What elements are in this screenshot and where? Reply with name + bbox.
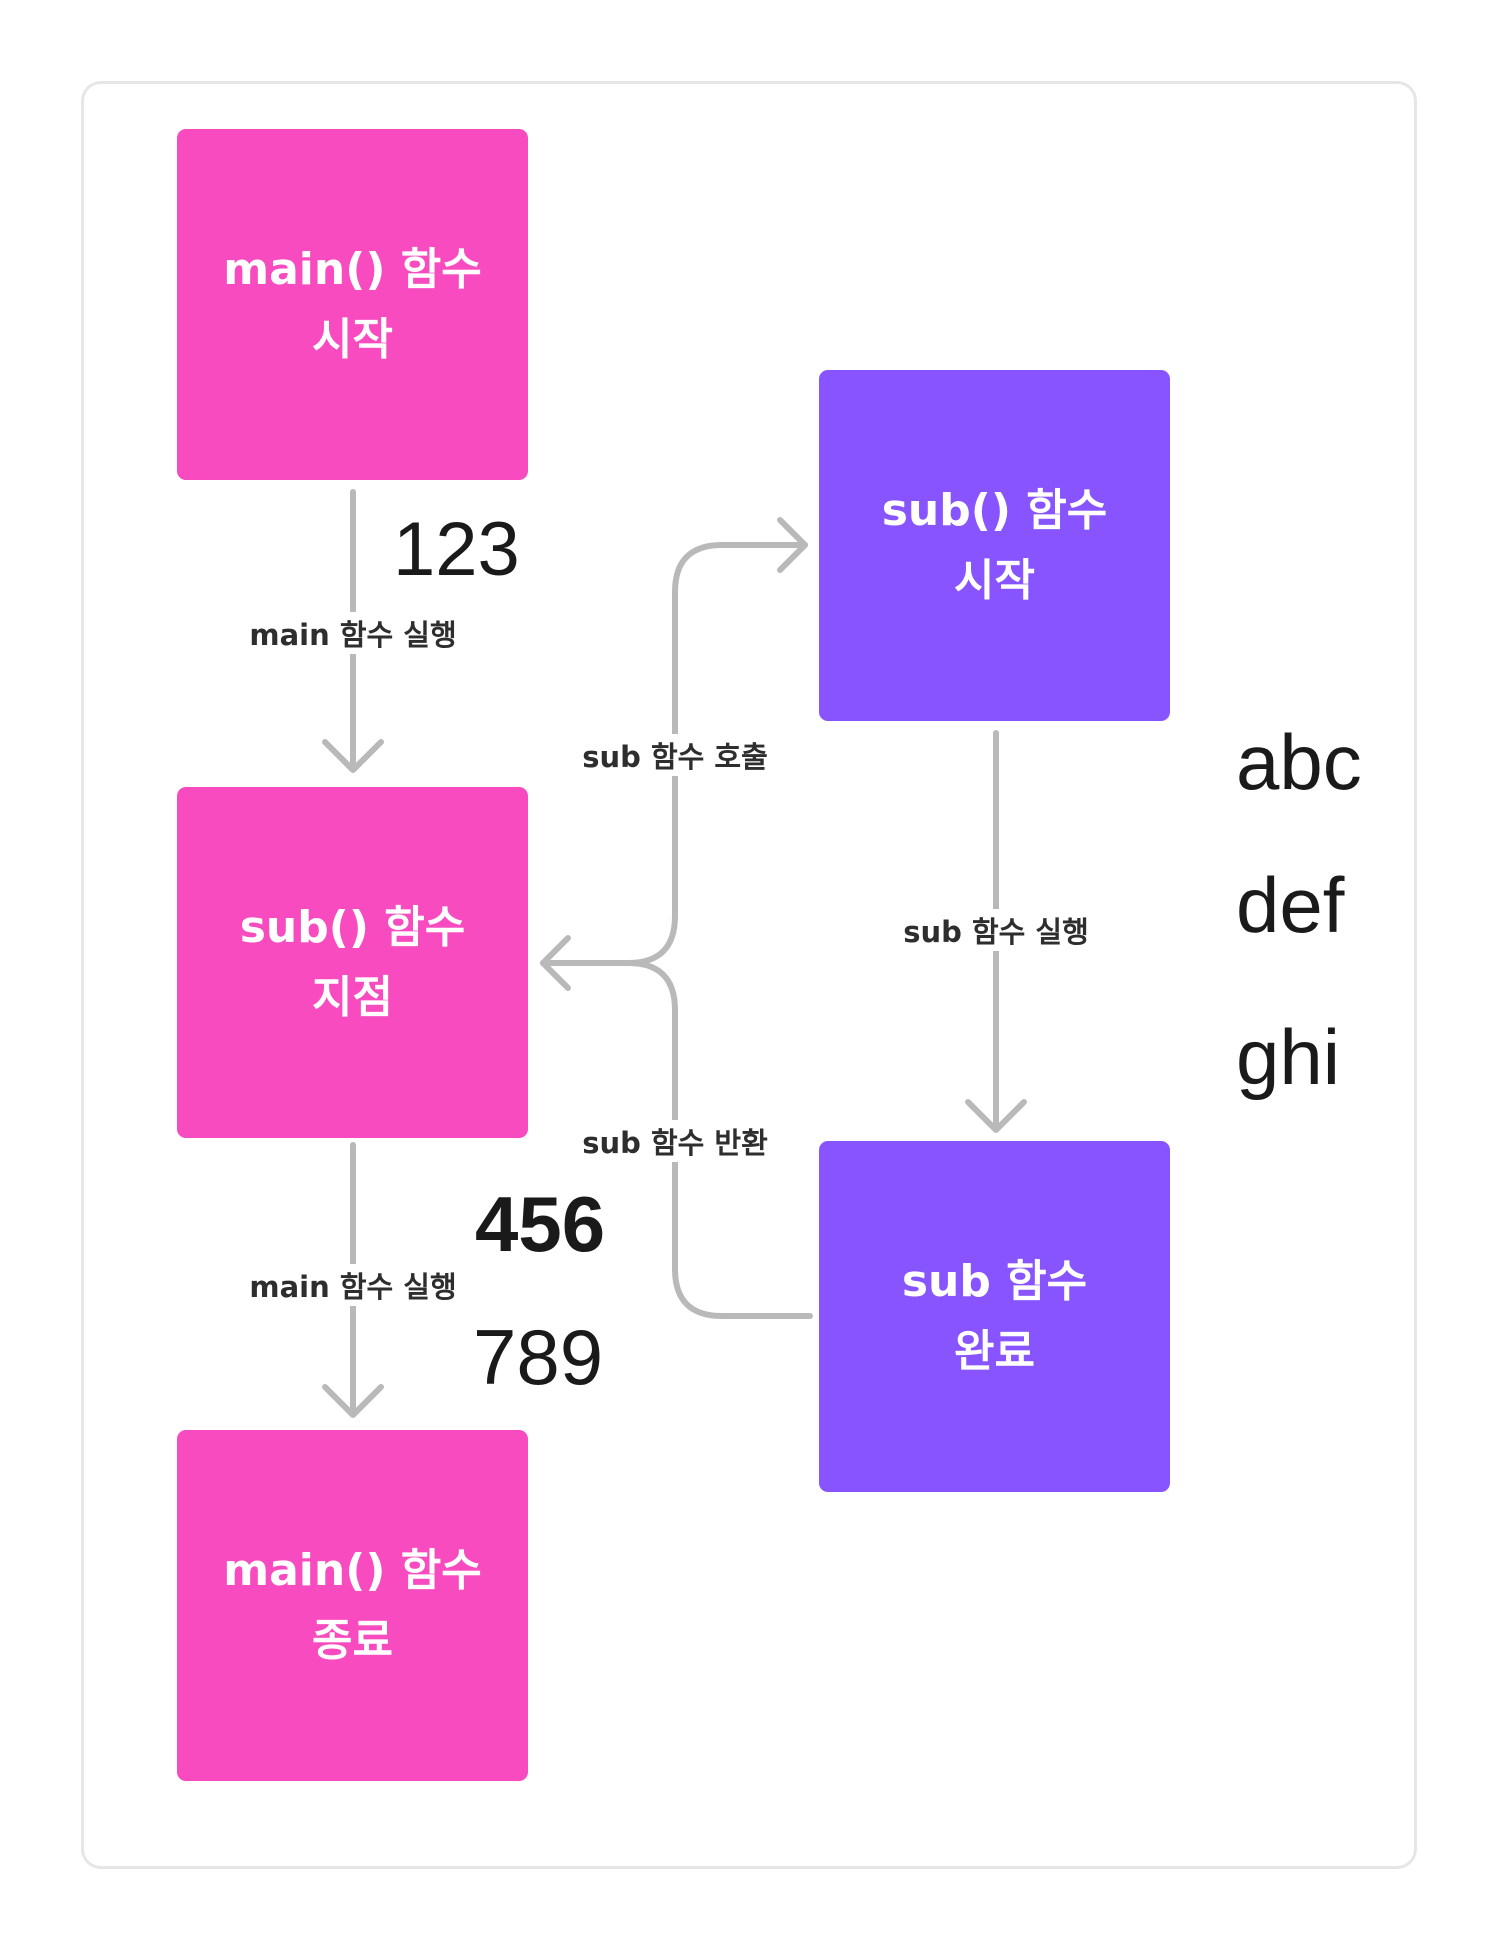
edge-main-run-1-arrowhead [322,739,384,773]
node-sub-done: sub 함수 완료 [819,1141,1170,1492]
node-sub-start-title: sub() 함수 [881,484,1108,536]
node-sub-done-title: sub 함수 [901,1255,1088,1307]
node-sub-start: sub() 함수 시작 [819,370,1170,721]
edge-label-main-run-1: main 함수 실행 [245,612,461,654]
annotation-def: def [1236,861,1345,949]
edge-sub-call-arrowhead [777,517,808,573]
node-main-start-title: main() 함수 [223,243,482,295]
edge-label-sub-call: sub 함수 호출 [578,734,772,776]
edge-label-sub-return: sub 함수 반환 [578,1120,772,1162]
annotation-123: 123 [393,507,520,592]
node-main-end: main() 함수 종료 [177,1430,528,1781]
edge-sub-return-arrowhead [540,935,571,991]
node-main-start: main() 함수 시작 [177,129,528,480]
edge-sub-run-arrowhead [965,1099,1027,1133]
edge-label-sub-run: sub 함수 실행 [899,909,1093,951]
node-sub-point-title: sub() 함수 [239,901,466,953]
node-sub-start-subtitle: 시작 [954,554,1035,606]
node-sub-point-subtitle: 지점 [312,971,393,1023]
node-main-start-subtitle: 시작 [312,313,393,365]
annotation-abc: abc [1236,718,1362,806]
annotation-456: 456 [475,1180,606,1268]
node-sub-point: sub() 함수 지점 [177,787,528,1138]
edge-main-run-2-arrowhead [322,1384,384,1418]
annotation-ghi: ghi [1236,1013,1341,1101]
node-sub-done-subtitle: 완료 [954,1325,1035,1377]
node-main-end-subtitle: 종료 [312,1614,393,1666]
node-main-end-title: main() 함수 [223,1544,482,1596]
edge-label-main-run-2: main 함수 실행 [245,1264,461,1306]
annotation-789: 789 [473,1313,604,1401]
